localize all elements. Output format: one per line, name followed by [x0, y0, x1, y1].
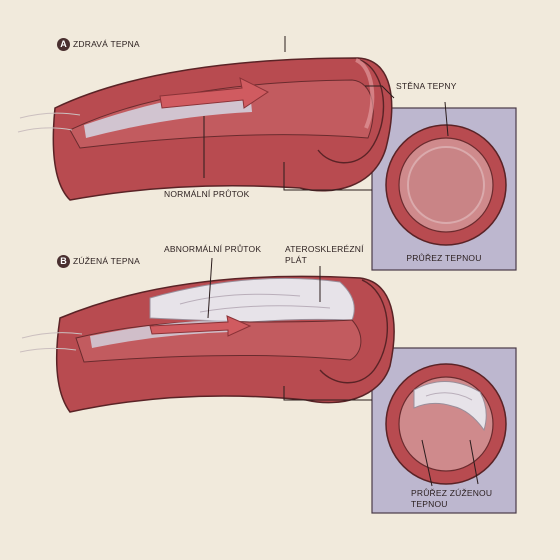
plaque-texture — [199, 305, 331, 313]
abnormal-flow-label: ABNORMÁLNÍ PRŮTOK — [164, 244, 262, 254]
streak-line — [19, 112, 81, 119]
streak-line — [17, 127, 73, 133]
normal-flow-label: NORMÁLNÍ PRŮTOK — [164, 189, 250, 199]
healthy-artery-end-curl — [317, 59, 385, 164]
healthy-cross-section-inner — [407, 146, 485, 224]
healthy-artery-title: ZDRAVÁ TEPNA — [73, 39, 140, 49]
badge-a: A — [57, 38, 70, 51]
leader-line — [421, 439, 433, 487]
streak-line — [19, 347, 77, 353]
leader-line — [283, 162, 372, 191]
normal-flow-arrow — [159, 77, 269, 109]
narrowed-cross-section-plaque — [413, 381, 487, 432]
narrowed-artery-end-curl — [319, 279, 388, 384]
leader-line — [469, 439, 479, 485]
narrowed-cross-section-label-line1: PRŮŘEZ ZÚŽENOU — [411, 488, 493, 498]
leader-line — [283, 386, 372, 401]
plaque-texture — [425, 392, 473, 401]
leader-line — [207, 257, 213, 319]
streak-line — [21, 332, 83, 339]
plaque-label-line1: ATEROSKLERÉZNÍ — [285, 244, 364, 254]
badge-b: B — [57, 255, 70, 268]
cross-section-label: PRŮŘEZ TEPNOU — [406, 253, 482, 263]
artery-wall-label: STĚNA TEPNY — [396, 81, 457, 91]
plaque-label-line2: PLÁT — [285, 255, 308, 265]
leader-line — [444, 101, 449, 137]
plaque-texture — [179, 293, 301, 305]
leader-line — [365, 85, 395, 99]
abnormal-flow-arrow — [149, 315, 252, 337]
narrowed-cross-section-label-line2: TEPNOU — [411, 499, 448, 509]
narrowed-artery-title: ZÚŽENÁ TEPNA — [73, 256, 140, 266]
